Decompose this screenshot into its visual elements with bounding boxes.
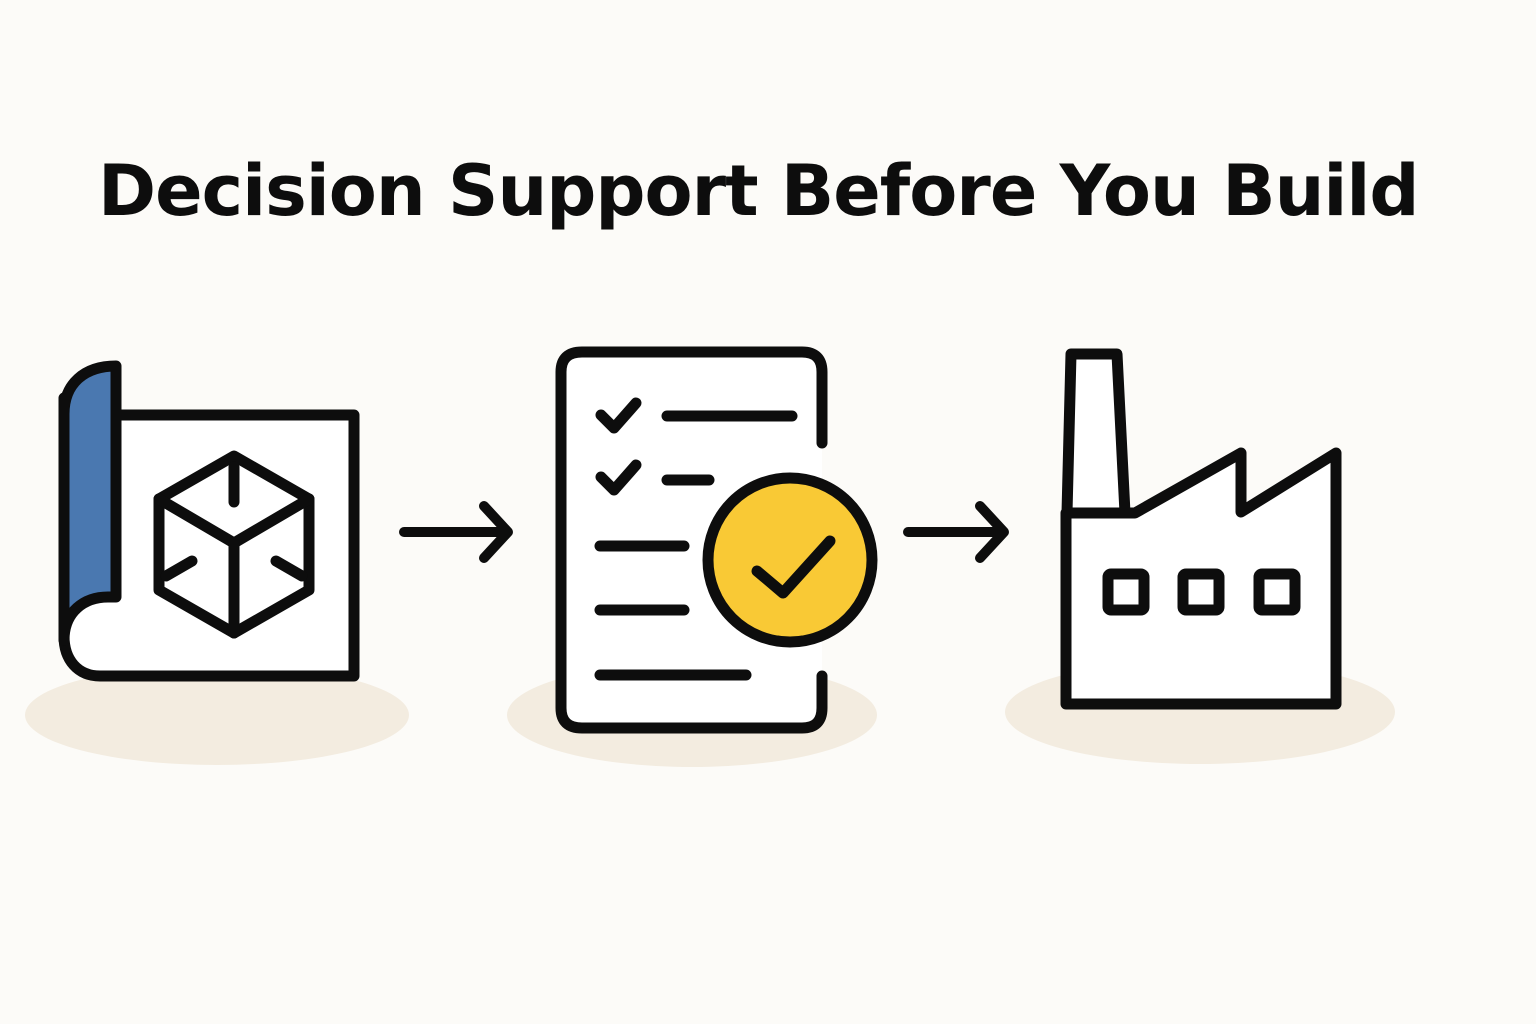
- factory-window: [1253, 568, 1301, 616]
- factory-icon: [1060, 348, 1342, 710]
- factory-window: [1177, 568, 1225, 616]
- arrow-right-icon: [903, 501, 1009, 563]
- checklist-approved-icon: [555, 346, 878, 734]
- factory-window: [1102, 568, 1150, 616]
- approval-badge: [702, 472, 878, 648]
- shadow-blueprint: [25, 665, 409, 765]
- page-title: Decision Support Before You Build: [98, 150, 1420, 232]
- arrow-right-icon: [399, 501, 513, 563]
- blueprint-cube-icon: [58, 360, 360, 682]
